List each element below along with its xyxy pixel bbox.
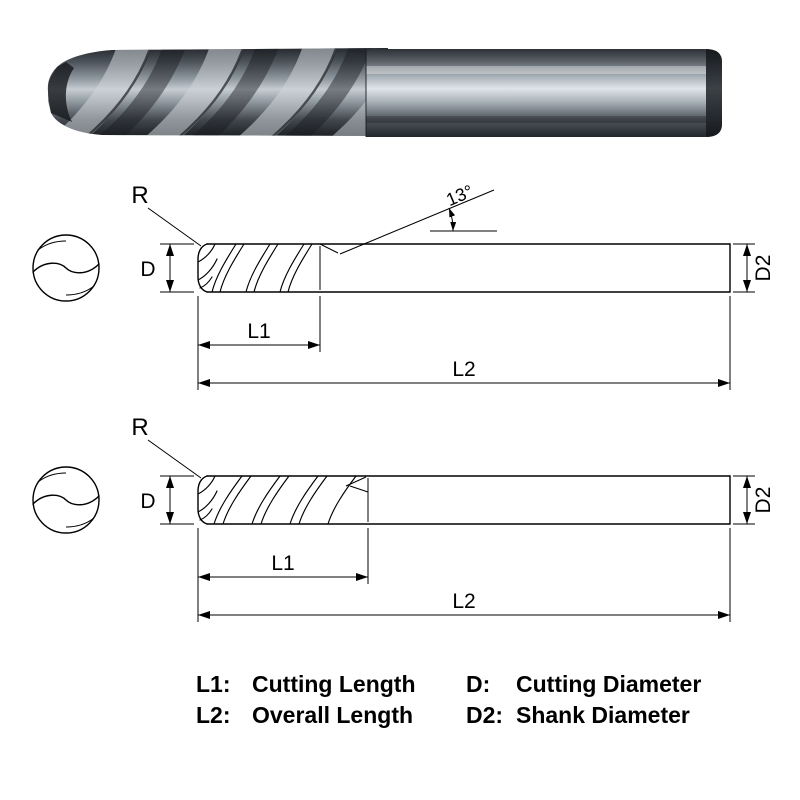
dim-l1-label-1: L1: [247, 320, 270, 343]
dim-l2-1: L2: [198, 296, 731, 390]
dim-d2-2: D2: [733, 475, 775, 525]
dim-d2-label-1: D2: [752, 255, 775, 282]
flute-helix-2: [197, 475, 357, 525]
dim-l2-label-2: L2: [452, 590, 475, 613]
legend-l2-value: Overall Length: [252, 702, 414, 728]
dim-l2-label-1: L2: [452, 358, 475, 381]
dim-d-2: D: [140, 475, 194, 525]
radius-label-2: R: [131, 414, 148, 441]
tool-profile-1: [197, 243, 731, 293]
legend-d-key: D:: [466, 671, 491, 697]
tool-profile-2: [197, 475, 731, 525]
dim-l1-2: L1: [197, 528, 369, 622]
end-view-1: [32, 234, 100, 302]
dim-l1-1: L1: [197, 296, 321, 390]
legend-l2-key: L2:: [196, 702, 231, 728]
legend-d-value: Cutting Diameter: [516, 671, 702, 697]
radius-callout-1: R: [131, 182, 202, 247]
legend-d2-key: D2:: [466, 702, 504, 728]
dim-d-label-2: D: [140, 490, 155, 513]
dim-d2-1: D2: [733, 243, 775, 293]
legend-l1-key: L1:: [196, 671, 231, 697]
dim-d-label-1: D: [140, 258, 155, 281]
radius-label-1: R: [131, 182, 148, 209]
drawing-1: R 13° D D2 L1: [32, 181, 775, 390]
radius-callout-2: R: [131, 414, 202, 479]
angle-callout-1: 13°: [339, 181, 497, 255]
photo-shank-end-cap: [706, 49, 722, 137]
drawing-2: R D D2 L1 L2: [32, 414, 775, 622]
product-photo: [47, 48, 722, 137]
photo-shank-section: [365, 49, 722, 137]
legend: L1: Cutting Length D: Cutting Diameter L…: [196, 669, 701, 731]
angle-label-1: 13°: [443, 181, 476, 210]
legend-d2-value: Shank Diameter: [516, 702, 690, 728]
dim-d-1: D: [140, 243, 194, 293]
dim-l1-label-2: L1: [271, 552, 294, 575]
photo-tip-face: [47, 62, 74, 122]
flute-helix-1: [197, 243, 313, 293]
dim-d2-label-2: D2: [752, 487, 775, 514]
legend-l1-value: Cutting Length: [252, 671, 416, 697]
dim-l2-2: L2: [198, 528, 731, 622]
end-view-2: [32, 466, 100, 534]
